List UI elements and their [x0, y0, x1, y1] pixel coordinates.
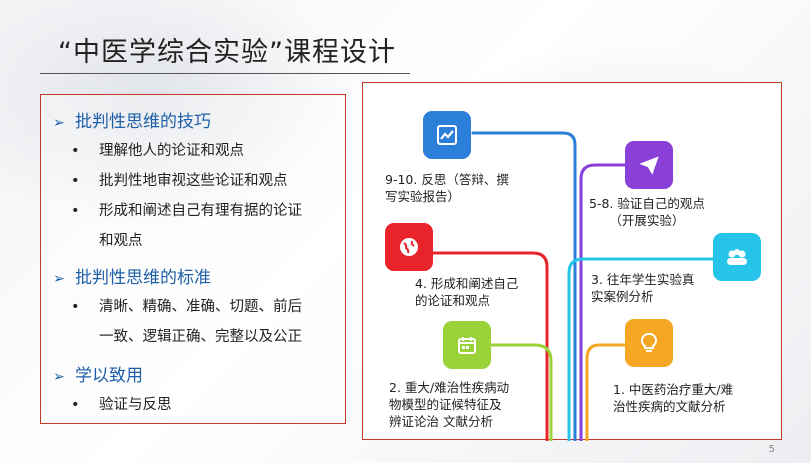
step-label-9-10: 9-10. 反思（答辩、撰写实验报告） — [385, 172, 509, 204]
list-item: •清晰、精确、准确、切题、前后 — [71, 299, 302, 315]
connector-line-red — [431, 251, 549, 441]
people-icon — [713, 233, 761, 281]
step-label-5-8: 5-8. 验证自己的观点（开展实验） — [589, 196, 705, 228]
title-underline — [40, 73, 410, 74]
paper-plane-icon — [625, 141, 673, 189]
step-label-2: 2. 重大/难治性疾病动物模型的证候特征及辨证论治 文献分析 — [389, 380, 510, 429]
section-heading: ➢学以致用 — [53, 366, 143, 386]
connector-line-purple — [579, 163, 627, 441]
list-item-continuation: 和观点 — [99, 233, 143, 249]
list-item: •验证与反思 — [71, 397, 172, 413]
step-label-3: 3. 往年学生实验真实案例分析 — [591, 272, 695, 304]
list-item-continuation: 一致、逻辑正确、完整以及公正 — [99, 329, 302, 345]
connector-line-cyan — [567, 257, 715, 441]
list-item: •理解他人的论证和观点 — [71, 143, 244, 159]
slide-title: “中医学综合实验”课程设计 — [58, 37, 396, 68]
page-number: 5 — [768, 444, 775, 455]
course-steps-diagram: 9-10. 反思（答辩、撰写实验报告） 5-8. 验证自己的观点（开展实验） 4… — [362, 82, 782, 441]
list-item: •形成和阐述自己有理有据的论证 — [71, 203, 302, 219]
arrow-bullet-icon: ➢ — [53, 369, 65, 385]
step-label-1: 1. 中医药治疗重大/难治性疾病的文献分析 — [613, 382, 734, 414]
list-item: •批判性地审视这些论证和观点 — [71, 173, 288, 189]
calendar-icon — [443, 321, 491, 369]
chart-line-icon — [423, 111, 471, 159]
section-heading: ➢批判性思维的技巧 — [53, 112, 211, 132]
step-label-4: 4. 形成和阐述自己的论证和观点 — [415, 276, 519, 308]
connector-line-blue — [471, 131, 577, 441]
arrow-bullet-icon: ➢ — [53, 115, 65, 131]
globe-icon — [385, 223, 433, 271]
lightbulb-icon — [625, 319, 673, 367]
connector-line-green — [489, 343, 553, 441]
connector-lines — [431, 131, 715, 441]
arrow-bullet-icon: ➢ — [53, 271, 65, 287]
section-heading: ➢批判性思维的标准 — [53, 268, 211, 288]
critical-thinking-box: ➢批判性思维的技巧 •理解他人的论证和观点 •批判性地审视这些论证和观点 •形成… — [40, 94, 346, 424]
connector-line-orange — [585, 343, 627, 441]
